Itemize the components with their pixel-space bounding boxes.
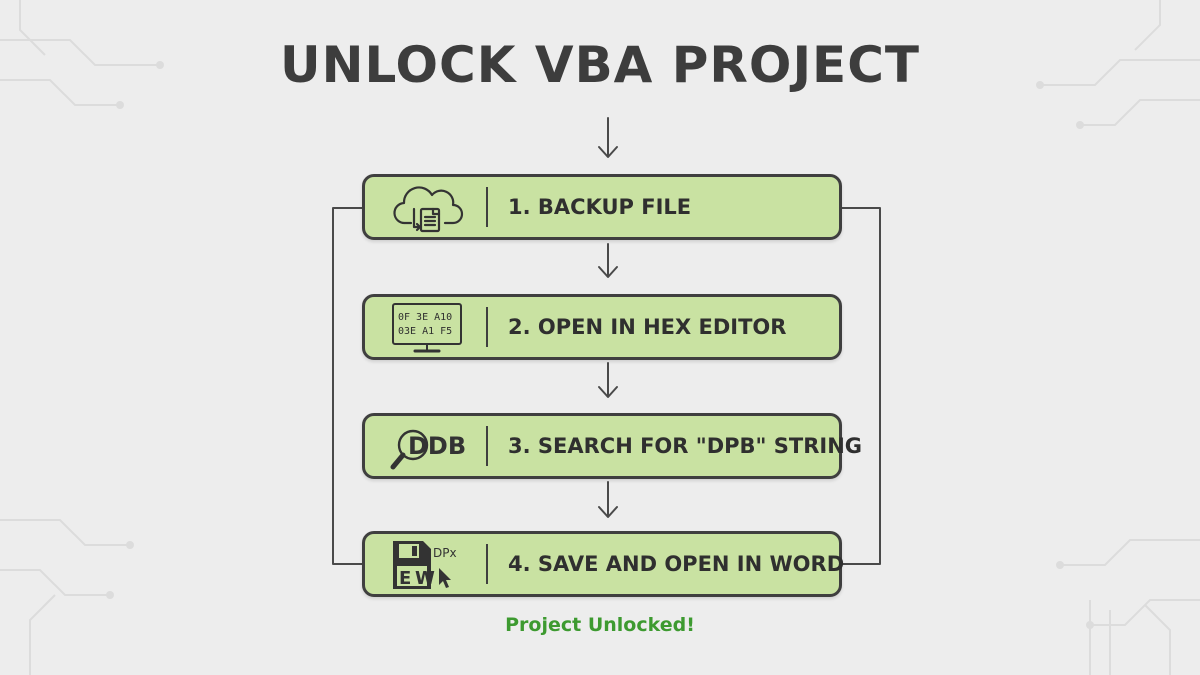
step-1-label: 1. BACKUP FILE [508, 195, 692, 219]
arrow-step3-to-step4 [598, 481, 618, 518]
save-word-icon: E DPx W [393, 541, 457, 589]
step-2-box: 0F 3E A10 03E A1 F5 2. OPEN IN HEX EDITO… [362, 294, 842, 360]
dpb-text: DDB [408, 432, 466, 460]
arrow-title-to-step1 [598, 117, 618, 158]
hex-editor-monitor-icon: 0F 3E A10 03E A1 F5 [392, 303, 462, 353]
step-2-label: 2. OPEN IN HEX EDITOR [508, 315, 787, 339]
magnifier-search-icon: DDB [390, 429, 466, 470]
result-text: Project Unlocked! [505, 614, 695, 636]
step-divider [486, 307, 488, 347]
left-loop-line [332, 207, 363, 565]
svg-text:E: E [399, 568, 411, 589]
step-1-box: 1. BACKUP FILE [362, 174, 842, 240]
right-loop-line [841, 207, 881, 565]
step-3-box: DDB 3. SEARCH FOR "DPB" STRING [362, 413, 862, 479]
arrow-step2-to-step3 [598, 362, 618, 398]
step-4-label: 4. SAVE AND OPEN IN WORD [508, 552, 845, 576]
dpx-text: DPx [433, 546, 457, 560]
arrow-step1-to-step2 [598, 243, 618, 278]
hex-line-2: 03E A1 F5 [398, 326, 452, 337]
step-divider [486, 426, 488, 466]
cloud-backup-file-icon [393, 186, 464, 233]
step-divider [486, 187, 488, 227]
step-divider [486, 544, 488, 584]
word-w-text: W [415, 568, 435, 589]
hex-line-1: 0F 3E A10 [398, 312, 452, 323]
page-title: UNLOCK VBA PROJECT [280, 36, 920, 94]
step-3-label: 3. SEARCH FOR "DPB" STRING [508, 434, 863, 458]
step-4-box: E DPx W 4. SAVE AND OPEN IN WORD [362, 531, 845, 597]
